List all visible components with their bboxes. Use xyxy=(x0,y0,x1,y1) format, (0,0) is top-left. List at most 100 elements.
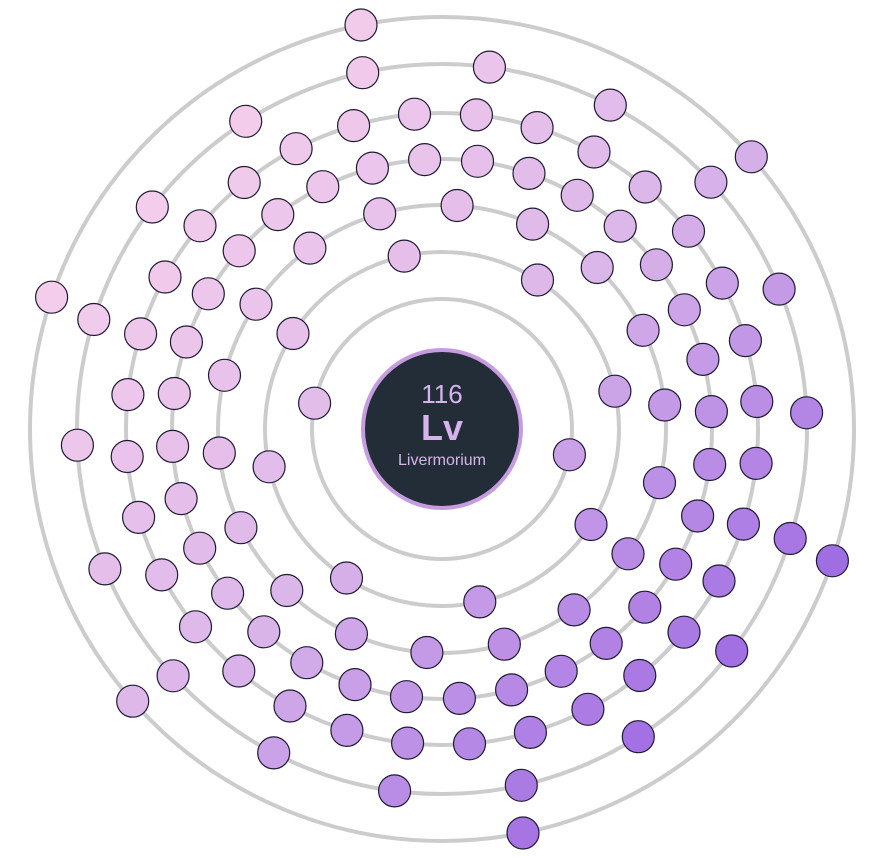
electron xyxy=(183,531,217,565)
electron xyxy=(363,197,397,231)
electron xyxy=(667,293,701,327)
electron xyxy=(694,395,729,429)
electron xyxy=(34,280,69,314)
electron xyxy=(270,573,304,608)
electron xyxy=(773,521,807,556)
electron xyxy=(183,209,217,243)
electron xyxy=(628,590,662,624)
electron xyxy=(648,388,682,422)
electron xyxy=(116,684,150,718)
electron xyxy=(222,234,256,268)
electron xyxy=(337,108,371,143)
electron xyxy=(574,507,608,542)
electron xyxy=(560,178,594,212)
electron xyxy=(762,272,796,306)
element-name: Livermorium xyxy=(398,452,486,469)
electron xyxy=(60,428,95,462)
atomic-number: 116 xyxy=(421,379,462,409)
electron xyxy=(227,165,261,200)
electron xyxy=(515,207,550,241)
electron xyxy=(148,260,182,294)
electron xyxy=(628,170,662,204)
shell-7 xyxy=(28,15,856,843)
electron xyxy=(164,482,198,516)
electron xyxy=(726,507,761,541)
shell-4 xyxy=(170,157,714,701)
electron xyxy=(520,263,555,297)
electron xyxy=(667,615,701,649)
electron xyxy=(789,396,824,430)
electron xyxy=(815,544,850,578)
electron xyxy=(715,634,749,668)
electron xyxy=(513,715,548,750)
element-symbol: Lv xyxy=(421,407,463,448)
electron xyxy=(577,135,611,169)
electron xyxy=(207,358,242,392)
electron xyxy=(593,88,627,122)
electron xyxy=(346,56,380,90)
electron xyxy=(110,439,144,474)
electron xyxy=(410,635,444,670)
electron xyxy=(239,287,273,321)
electron xyxy=(124,317,158,351)
electron xyxy=(680,499,715,533)
electron xyxy=(506,816,540,850)
electron xyxy=(686,342,720,376)
electron xyxy=(156,659,190,693)
electron xyxy=(580,250,614,285)
electron xyxy=(306,170,340,204)
electron xyxy=(520,110,554,145)
electron xyxy=(463,585,497,619)
electron xyxy=(734,140,768,174)
electron xyxy=(623,658,657,693)
electron xyxy=(557,593,591,627)
electron xyxy=(276,316,310,351)
electron xyxy=(298,386,332,420)
electron xyxy=(334,617,368,651)
electron xyxy=(598,374,632,408)
electron xyxy=(460,144,495,178)
shell-2 xyxy=(263,250,621,608)
electron xyxy=(293,231,327,265)
electron xyxy=(440,188,474,223)
electron xyxy=(589,626,623,661)
electron xyxy=(145,558,179,592)
electron xyxy=(544,654,578,688)
electron xyxy=(504,768,538,802)
electron xyxy=(391,726,425,760)
electron xyxy=(290,646,324,680)
electron xyxy=(88,552,122,586)
electron xyxy=(338,667,372,702)
electron xyxy=(202,436,236,470)
electron xyxy=(552,438,587,472)
electron xyxy=(135,190,169,224)
electron xyxy=(247,615,281,649)
electron xyxy=(694,165,728,199)
electron xyxy=(702,564,736,598)
electron xyxy=(257,736,291,770)
electron xyxy=(279,132,313,166)
electron xyxy=(512,156,546,190)
electron xyxy=(77,302,111,337)
electron xyxy=(122,500,156,535)
electron xyxy=(459,98,493,132)
electron xyxy=(157,376,191,411)
electron xyxy=(659,547,693,581)
electron xyxy=(222,654,256,688)
shell-5 xyxy=(124,111,760,747)
electron xyxy=(191,277,225,311)
electron xyxy=(156,429,190,463)
electron xyxy=(397,97,432,131)
shells-layer xyxy=(28,15,856,843)
electron xyxy=(273,689,307,723)
shell-1 xyxy=(310,297,574,561)
electron xyxy=(378,774,412,808)
nucleus: 116 Lv Livermorium xyxy=(361,348,523,510)
electron xyxy=(642,466,677,500)
electron xyxy=(621,720,655,754)
electron xyxy=(472,50,506,84)
electron xyxy=(639,248,674,282)
electron xyxy=(693,447,727,482)
